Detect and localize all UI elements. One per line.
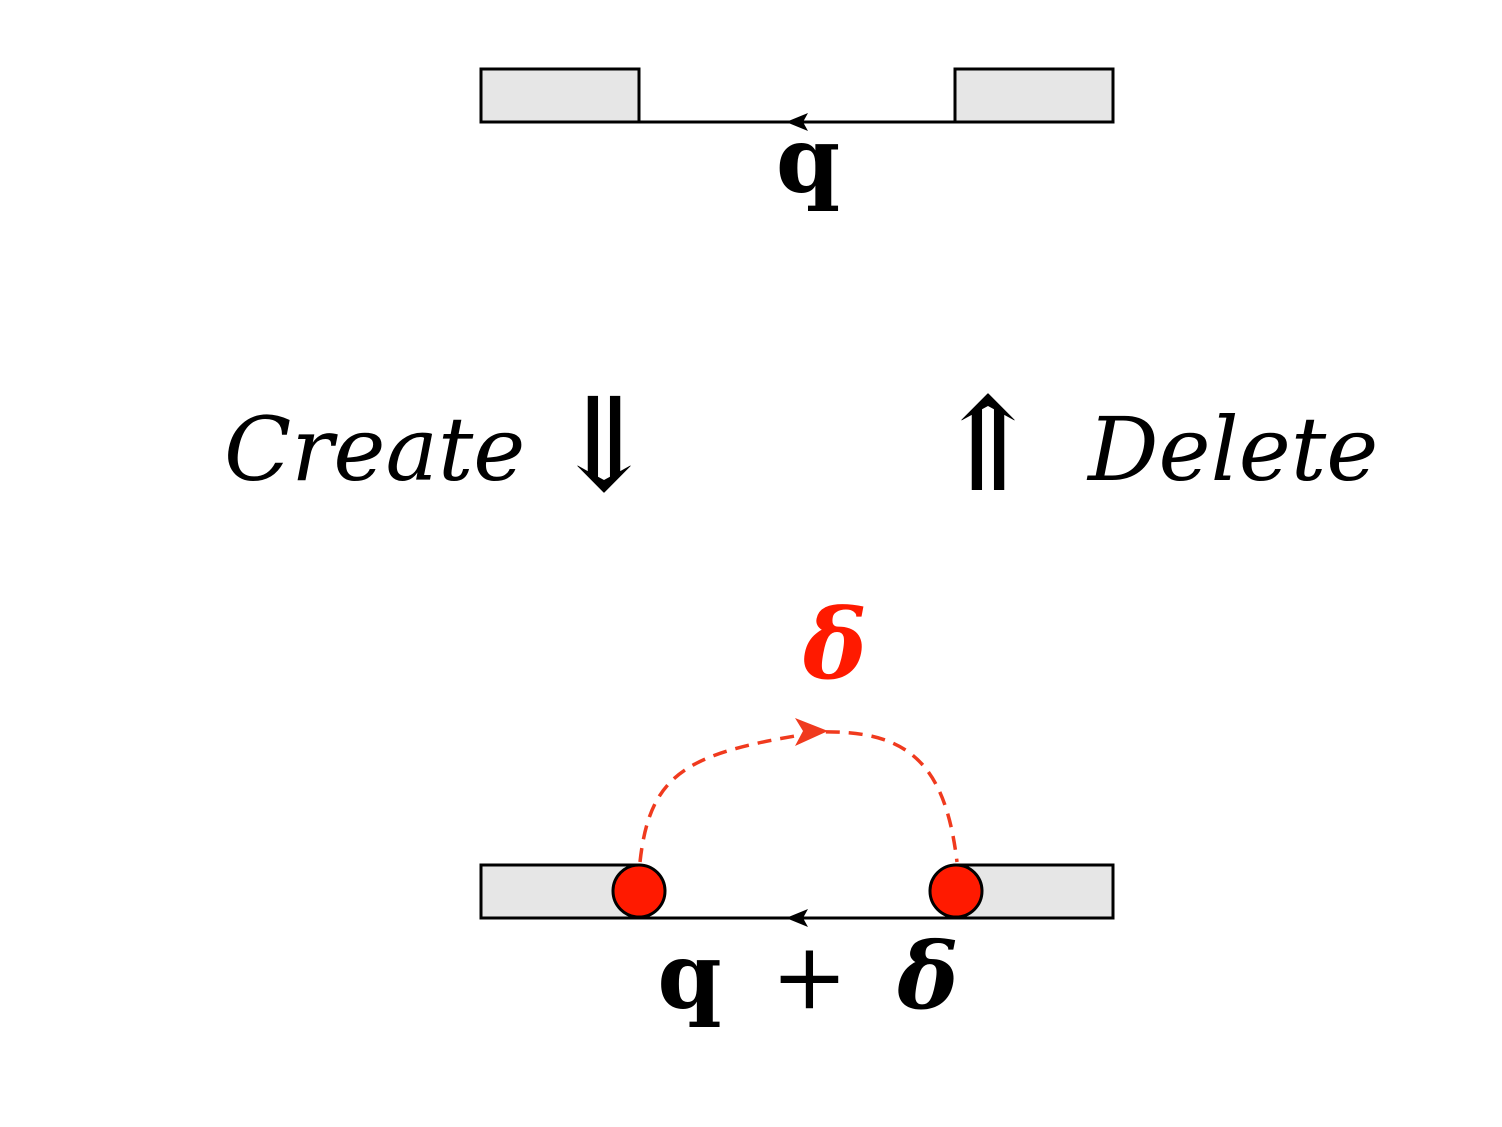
loop-arrowhead-right-icon <box>795 718 828 746</box>
create-down-arrow-icon: ⇓ <box>550 369 659 521</box>
dashed-loop-path <box>638 730 959 863</box>
delete-label: Delete <box>1086 398 1378 501</box>
bottom-line-label: q + δ <box>657 922 958 1030</box>
top-line-label-q: q <box>776 106 840 214</box>
left-vertex-dot <box>611 863 667 919</box>
top-diagram: q <box>479 67 1115 214</box>
top-left-box <box>479 67 641 124</box>
bottom-label-plus: + <box>771 923 848 1030</box>
delete-up-arrow-icon: ⇑ <box>934 369 1043 521</box>
right-vertex-dot <box>928 863 984 919</box>
create-label: Create <box>224 398 525 501</box>
bottom-arrowhead-left-icon <box>786 909 808 927</box>
transition-labels: Create ⇓ ⇑ Delete <box>224 369 1378 521</box>
bottom-label-delta: δ <box>896 922 958 1030</box>
top-arrowhead-left-icon <box>786 113 808 131</box>
bottom-diagram: δ q + δ <box>479 588 1115 1030</box>
top-right-box <box>953 67 1115 124</box>
loop-label-delta: δ <box>802 588 867 701</box>
bottom-label-q: q <box>657 922 721 1030</box>
